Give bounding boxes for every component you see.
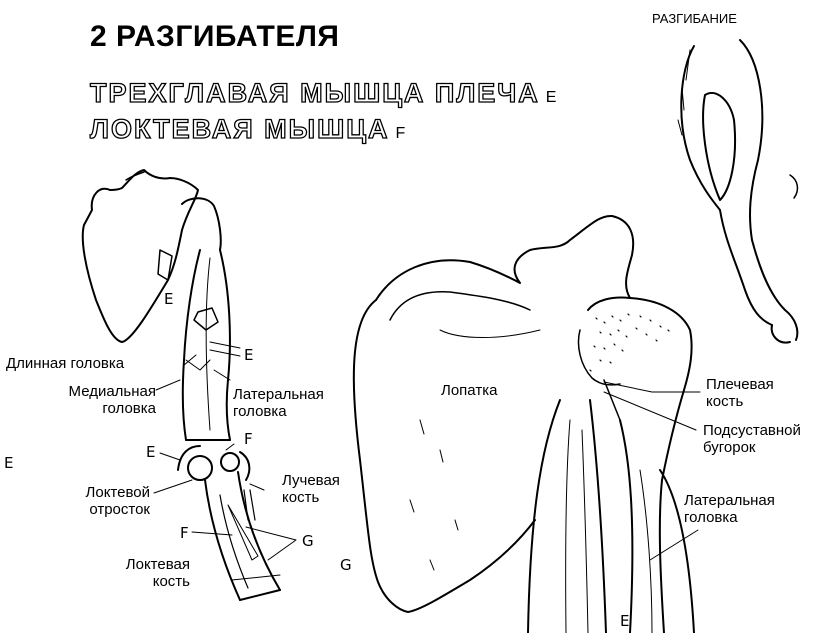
label-long-head: Длинная головка (6, 355, 124, 372)
left-scapula-outline (83, 170, 198, 342)
label-medial-head-line1: Медиальная (10, 383, 156, 400)
left-leader-lines (154, 342, 296, 560)
label-infraglenoid-tubercle: Подсуставной бугорок (703, 422, 801, 456)
label-infraglenoid-line1: Подсуставной (703, 422, 801, 439)
label-radius-line2: кость (282, 489, 340, 506)
extension-arm-sketch (678, 40, 797, 343)
label-humerus: Плечевая кость (706, 376, 774, 410)
label-radius-line1: Лучевая (282, 472, 340, 489)
letter-e-margin: E (4, 454, 13, 472)
label-olecranon-line2: отросток (40, 501, 150, 518)
label-olecranon-line1: Локтевой (40, 484, 150, 501)
right-scapula-outline (354, 300, 535, 612)
right-humerus-head (630, 298, 692, 633)
label-lateral-head-right-line2: головка (684, 509, 775, 526)
label-humerus-line2: кость (706, 393, 774, 410)
label-lateral-head-left: Латеральная головка (233, 386, 324, 420)
letter-e-elbow: E (146, 443, 155, 461)
letter-f-forearm: F (180, 524, 189, 542)
right-leader-lines (604, 382, 700, 560)
label-medial-head-line2: головка (10, 400, 156, 417)
label-ulna-line1: Локтевая (90, 556, 190, 573)
label-olecranon: Локтевой отросток (40, 484, 150, 518)
label-radius: Лучевая кость (282, 472, 340, 506)
label-ulna-line2: кость (90, 573, 190, 590)
letter-g-forearm: G (302, 532, 314, 550)
letter-e-scapula: E (164, 290, 173, 308)
right-shoulder-diagram (354, 216, 694, 633)
label-scapula: Лопатка (441, 382, 497, 399)
label-lateral-head-right: Латеральная головка (684, 492, 775, 526)
label-lateral-head-right-line1: Латеральная (684, 492, 775, 509)
label-lateral-head-left-line2: головка (233, 403, 324, 420)
label-lateral-head-left-line1: Латеральная (233, 386, 324, 403)
label-infraglenoid-line2: бугорок (703, 439, 801, 456)
letter-e-bottom: E (620, 612, 629, 630)
label-humerus-line1: Плечевая (706, 376, 774, 393)
label-medial-head: Медиальная головка (10, 383, 156, 417)
label-ulna: Локтевая кость (90, 556, 190, 590)
letter-f-elbow: F (244, 430, 253, 448)
letter-e-heads: E (244, 346, 253, 364)
letter-g-loose: G (340, 556, 352, 574)
